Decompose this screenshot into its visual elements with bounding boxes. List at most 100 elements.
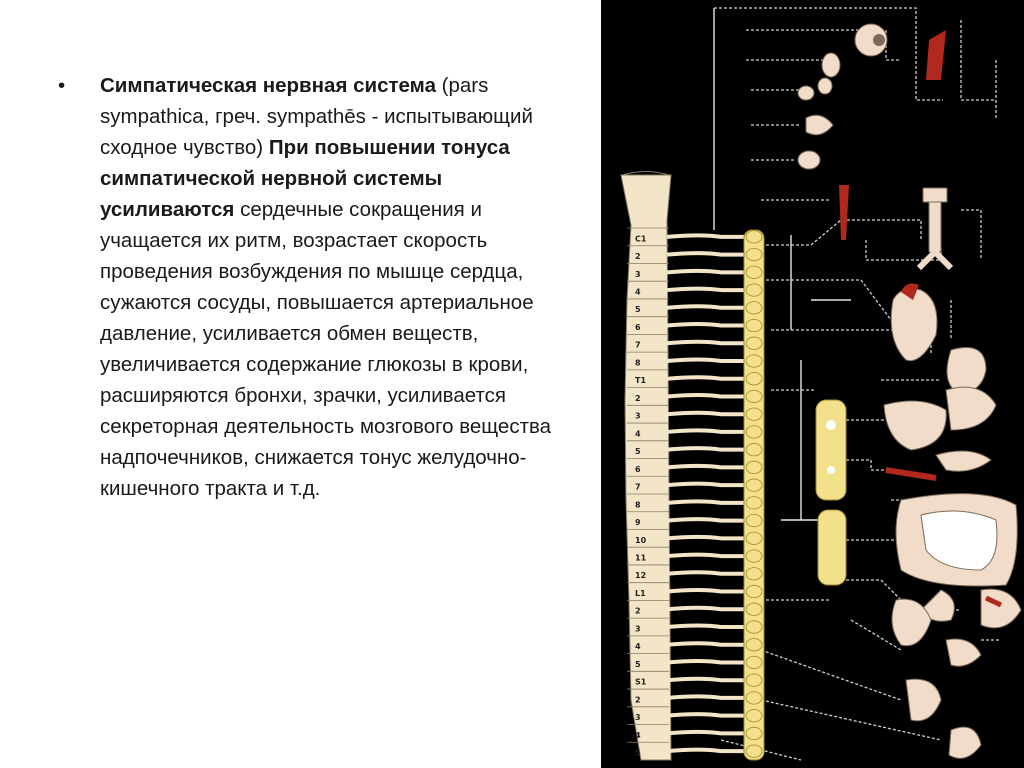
segment-label: S1 xyxy=(635,678,647,687)
nerve-root xyxy=(666,446,746,452)
nerve-root xyxy=(666,481,746,488)
segment-label: 5 xyxy=(635,305,641,314)
nerve-root xyxy=(666,322,746,328)
spinal-nerve-roots xyxy=(666,233,746,754)
nerve-root xyxy=(666,641,746,647)
trunk-ganglion xyxy=(745,318,763,333)
segment-label: 5 xyxy=(635,749,641,758)
trunk-ganglion xyxy=(745,496,763,510)
nerve-root xyxy=(666,623,746,629)
bold-clause: При повышении тонуса симпатической нервн… xyxy=(100,136,510,221)
segment-label: 2 xyxy=(635,394,641,403)
segment-label: 3 xyxy=(635,624,641,633)
prevertebral-ganglia xyxy=(815,399,847,586)
nerve-root xyxy=(666,251,746,257)
trunk-ganglion xyxy=(745,673,763,687)
nerve-root xyxy=(666,499,746,505)
trunk-ganglion xyxy=(745,691,763,705)
pancreas xyxy=(935,450,992,472)
trunk-ganglion xyxy=(745,301,763,315)
nerve-root xyxy=(666,375,746,381)
parotid-gland xyxy=(805,114,834,136)
trachea xyxy=(916,187,954,271)
salivary-gland xyxy=(817,77,833,95)
segment-label: 5 xyxy=(635,660,641,669)
segment-label: T1 xyxy=(635,376,646,385)
segment-label: 7 xyxy=(635,483,641,492)
eye-icon xyxy=(854,23,888,57)
segment-label: 4 xyxy=(635,288,641,297)
text-block: • Симпатическая нервная система (pars sy… xyxy=(58,70,558,504)
trunk-ganglion xyxy=(745,372,763,386)
nerve-root xyxy=(666,233,746,239)
trunk-ganglion xyxy=(745,354,763,368)
segment-label: 9 xyxy=(635,518,641,527)
segment-dividers xyxy=(627,227,669,743)
trunk-ganglion xyxy=(745,567,763,581)
trunk-ganglia xyxy=(745,230,763,758)
trunk-ganglion xyxy=(745,655,763,670)
segment-label: 3 xyxy=(635,713,641,722)
nerve-root xyxy=(666,304,746,310)
segment-label: 8 xyxy=(635,358,641,367)
genital-organ xyxy=(948,726,982,759)
organs xyxy=(797,23,1022,759)
nerve-root xyxy=(666,286,746,293)
nerve-root xyxy=(666,428,746,434)
nerve-root xyxy=(666,552,746,559)
kidney-right xyxy=(980,588,1022,629)
segment-label: 12 xyxy=(635,571,646,580)
nerve-root xyxy=(666,747,746,754)
nerve-root xyxy=(666,463,746,470)
nerve-root xyxy=(666,339,746,346)
heart-icon xyxy=(890,283,938,362)
trunk-ganglion xyxy=(745,336,763,350)
uterus xyxy=(905,678,942,722)
trunk-ganglion xyxy=(745,620,763,634)
segment-label: 5 xyxy=(635,447,641,456)
trunk-ganglion xyxy=(745,389,763,404)
nerve-root xyxy=(666,729,746,736)
segment-label: 8 xyxy=(635,500,641,509)
trunk-ganglion xyxy=(745,744,763,758)
segment-label: 7 xyxy=(635,341,641,350)
stomach-upper xyxy=(946,347,987,393)
segment-label: 4 xyxy=(635,731,641,740)
intestines xyxy=(895,493,1018,587)
nerve-root xyxy=(666,268,746,275)
trunk-ganglion xyxy=(745,478,763,492)
trunk-ganglion xyxy=(745,726,763,741)
heading: Симпатическая нервная система xyxy=(100,74,436,97)
trunk-ganglion xyxy=(745,549,763,563)
trunk-ganglion xyxy=(745,602,763,616)
trunk-ganglion xyxy=(745,247,763,262)
segment-label: 11 xyxy=(635,554,647,563)
segment-label: 3 xyxy=(635,412,641,421)
trunk-ganglion xyxy=(745,443,763,457)
segment-label: 2 xyxy=(635,607,641,616)
intro-text: (pars sympathica, греч. sympathēs - испы… xyxy=(100,74,533,159)
trunk-ganglion xyxy=(745,638,763,652)
submandibular-gland xyxy=(797,150,821,170)
nerve-main-trunks xyxy=(713,8,851,521)
nerve-root xyxy=(666,712,746,718)
segment-label: L1 xyxy=(635,589,646,598)
nerve-root xyxy=(666,570,746,576)
nerve-root xyxy=(666,392,746,399)
segment-label: 6 xyxy=(635,323,641,332)
nerve-root xyxy=(666,676,746,683)
gland-small xyxy=(797,85,815,101)
nerve-root xyxy=(666,658,746,665)
trunk-ganglion xyxy=(745,460,763,475)
bladder xyxy=(945,638,982,667)
liver xyxy=(883,400,947,451)
segment-label: 2 xyxy=(635,252,641,261)
segment-label: 6 xyxy=(635,465,641,474)
trunk-ganglion xyxy=(745,407,763,421)
trunk-ganglion xyxy=(745,584,763,599)
